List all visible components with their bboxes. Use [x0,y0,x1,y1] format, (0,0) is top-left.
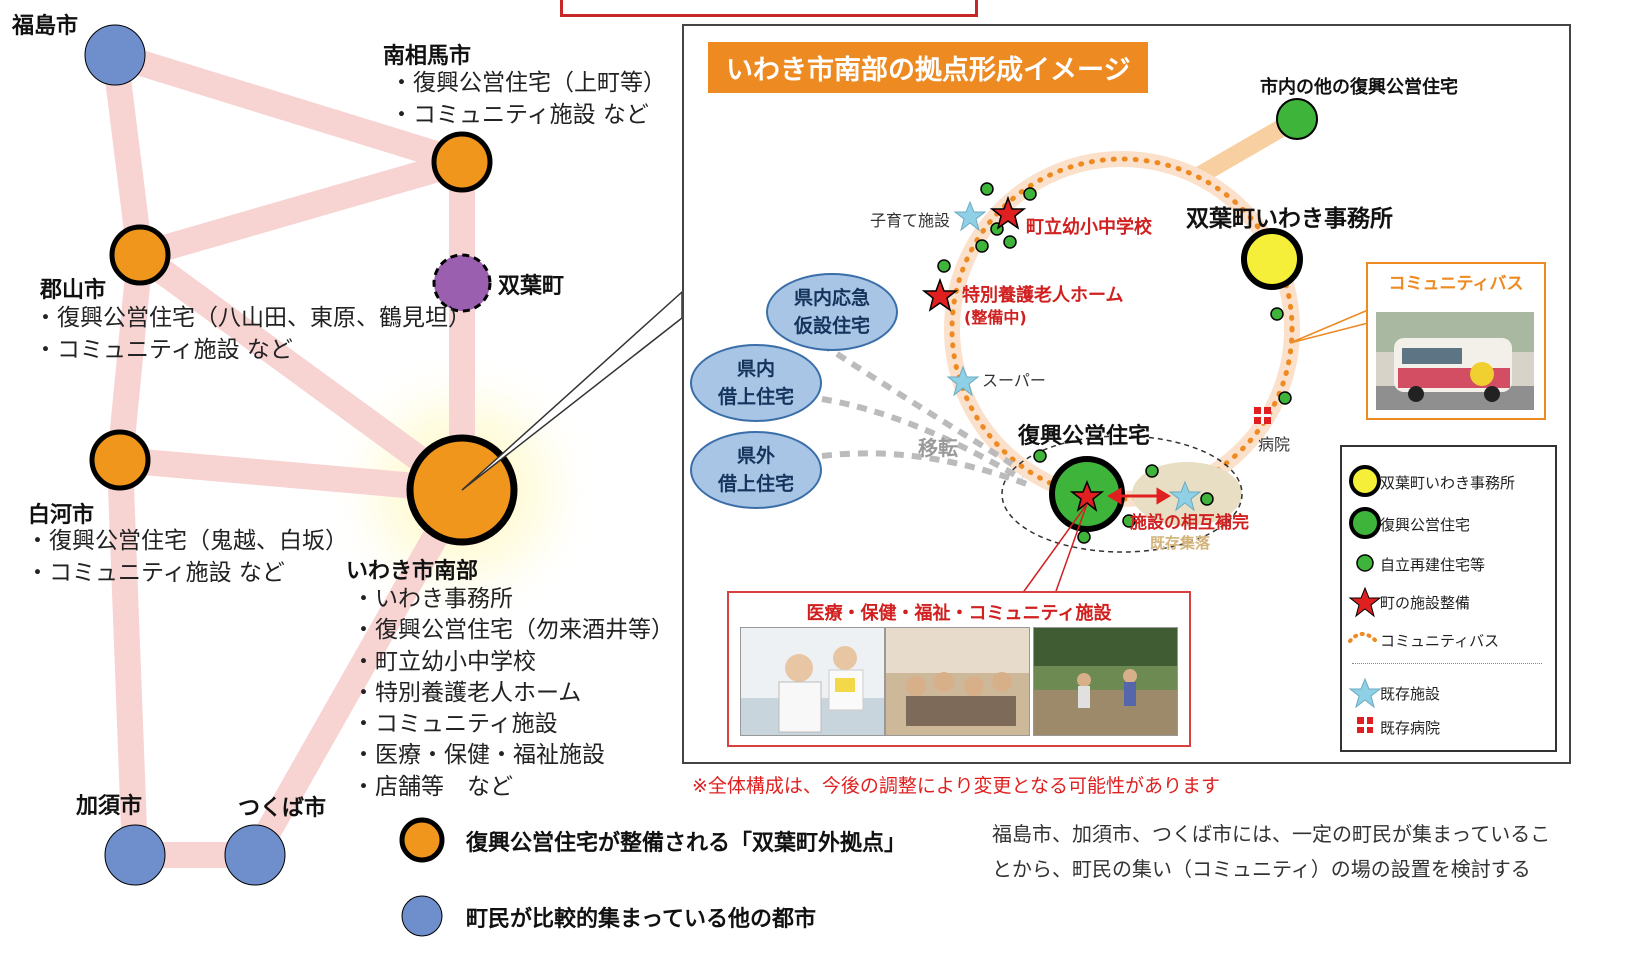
fukushima-node [84,24,146,86]
inset-legend-box: 双葉町いわき事務所 復興公営住宅 自立再建住宅等 町の施設整備 コミュニティバス… [1340,445,1557,752]
kazo-node [104,824,166,886]
legend-blue-label: 町民が比較的集まっている他の都市 [466,907,817,932]
list-item: ・復興公営住宅（上町等） [390,70,666,96]
label-public-housing: 復興公営住宅 [1018,424,1151,449]
relocation-arrows [820,341,1034,489]
city-shirakawa: 白河市 [28,503,95,528]
route-lines [102,42,475,868]
mutual-arrow [1107,487,1171,505]
bubble-in-pref-housing: 県内借上住宅 [690,344,822,422]
inset-graphics [820,98,1318,595]
legend-item: コミュニティバス [1380,632,1500,650]
note-text: 福島市、加須市、つくば市には、一定の町民が集まっていることから、町民の集い（コミ… [992,822,1551,881]
bubble-line: 仮設住宅 [793,315,870,337]
city-iwaki-south: いわき市南部 [346,559,479,584]
list-item: ・コミュニティ施設 など [26,560,285,587]
housing-area-boundary [1001,435,1243,553]
community-bus-box: コミュニティバス [1366,262,1546,420]
label-hospital: 病院 [1258,435,1291,454]
list-item: ・復興公営住宅（勿来酒井等） [352,617,674,644]
koriyama-list: ・復興公営住宅（八山田、東原、鶴見坦） ・コミュニティ施設 など [34,302,471,366]
list-item: ・特別養護老人ホーム [352,679,582,706]
city-koriyama: 郡山市 [40,278,107,303]
list-item: ・町立幼小中学校 [352,648,536,675]
bubble-line: 県外 [736,444,775,467]
legend-office-marker [1349,465,1381,497]
legend-item: 自立再建住宅等 [1380,556,1486,574]
legend-orange-label: 復興公営住宅が整備される「双葉町外拠点」 [466,831,907,856]
legend-existing-facility-marker [1348,677,1382,709]
label-existing-village: 既存集落 [1150,534,1211,552]
existing-facility-stars [946,200,1202,512]
legend-item: 復興公営住宅 [1380,516,1471,534]
koriyama-node [109,224,171,286]
bus-callout-pointer [1289,309,1369,344]
inset-title: いわき市南部の拠点形成イメージ [708,42,1149,93]
bubble-out-pref-housing: 県外借上住宅 [690,431,822,509]
legend-divider [1352,663,1542,664]
label-other-housing: 市内の他の復興公営住宅 [1260,77,1458,98]
photo-welfare [885,627,1030,736]
city-kazo: 加須市 [76,794,143,819]
label-move: 移転 [918,436,958,460]
list-item: ・コミュニティ施設 [352,711,558,738]
label-childcare: 子育て施設 [870,211,951,230]
label-school: 町立幼小中学校 [1026,217,1152,238]
list-item: ・いわき事務所 [352,586,513,612]
label-under-construction: (整備中) [964,308,1027,327]
list-item: ・コミュニティ施設 など [34,337,293,364]
inset-legend-markers [1348,465,1382,733]
other-housing-node [1276,98,1318,140]
shirakawa-node [89,429,151,491]
futaba-node [432,253,492,313]
minamisoma-list: ・復興公営住宅（上町等） ・コミュニティ施設 など [390,67,666,131]
label-supermarket: スーパー [982,371,1046,390]
label-office: 双葉町いわき事務所 [1186,206,1393,232]
city-futaba: 双葉町 [498,274,565,299]
office-node [1241,228,1303,290]
disclaimer: ※全体構成は、今後の調整により変更となる可能性があります [692,775,1220,797]
bubble-line: 県内応急 [793,286,870,309]
list-item: ・医療・保健・福祉施設 [352,742,605,769]
legend-item: 町の施設整備 [1380,594,1471,612]
list-item: ・コミュニティ施設 など [390,102,649,129]
city-minamisoma: 南相馬市 [383,44,472,69]
facilities-title: 医療・保健・福祉・コミュニティ施設 [806,603,1112,624]
bus-photo [1376,312,1534,410]
city-tsukuba: つくば市 [238,796,327,821]
facility-link-lines [1021,503,1088,595]
list-item: ・復興公営住宅（八山田、東原、鶴見坦） [34,305,471,331]
legend-orange-marker [399,817,445,863]
legend-item: 既存施設 [1380,685,1441,703]
legend-hospital-marker [1357,717,1373,733]
minamisoma-node [431,131,493,193]
hospital-icon [1254,407,1271,424]
bubble-emergency-housing: 県内応急仮設住宅 [766,273,898,351]
tsukuba-node [224,824,286,886]
list-item: ・復興公営住宅（鬼越、白坂） [26,528,348,554]
bubble-line: 借上住宅 [717,473,794,495]
legend-housing-marker [1349,507,1381,539]
list-item: ・店舗等 など [352,773,513,800]
town-facility-stars [921,195,1105,512]
bubble-line: 県内 [736,357,775,380]
shirakawa-list: ・復興公営住宅（鬼越、白坂） ・コミュニティ施設 など [26,525,348,589]
community-bus-title: コミュニティバス [1388,274,1524,294]
legend-blue-marker [401,895,443,937]
photo-community [1033,627,1178,736]
label-nursing-home: 特別養護老人ホーム [962,285,1124,306]
top-frame [560,0,978,17]
legend-markers [399,817,445,937]
legend-item: 既存病院 [1380,719,1441,737]
legend-star-marker [1348,586,1382,618]
bubble-line: 借上住宅 [717,386,794,408]
legend-item: 双葉町いわき事務所 [1380,474,1516,492]
label-mutual: 施設の相互補完 [1130,513,1249,533]
photo-medical [740,627,885,736]
city-fukushima: 福島市 [12,14,79,39]
iwaki-list: ・いわき事務所 ・復興公営住宅（勿来酒井等） ・町立幼小中学校 ・特別養護老人ホ… [352,584,674,803]
legend-bus-marker [1348,632,1378,643]
legend-self-rebuild-marker [1356,554,1374,572]
